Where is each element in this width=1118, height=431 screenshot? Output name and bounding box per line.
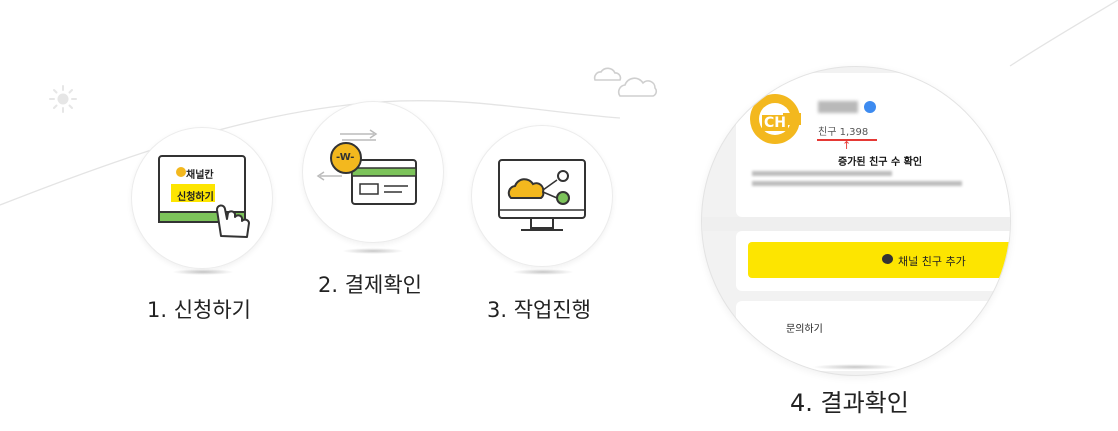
inquiry-label: 문의하기 bbox=[786, 324, 823, 335]
inquiry-card bbox=[736, 301, 1010, 371]
step-1-circle bbox=[131, 127, 273, 269]
step-1-shadow bbox=[172, 269, 234, 275]
coin-symbol: -W- bbox=[336, 152, 355, 163]
payment-card-icon bbox=[316, 129, 417, 205]
friend-count: 친구 1,398 bbox=[818, 127, 869, 138]
verified-badge-icon bbox=[864, 101, 876, 113]
step-1-brand: 채널칸 bbox=[186, 170, 214, 181]
chat-plus-icon bbox=[882, 254, 893, 264]
up-arrow-icon: ↑ bbox=[842, 139, 852, 152]
step-3-label: 3. 작업진행 bbox=[487, 298, 591, 322]
add-channel-friend-button[interactable]: 채널 친구 추가 bbox=[748, 242, 1010, 278]
computer-apply-icon bbox=[158, 155, 250, 238]
step-2-circle bbox=[302, 101, 444, 243]
step-3-shadow bbox=[512, 269, 574, 275]
step-1-label: 1. 신청하기 bbox=[147, 298, 251, 322]
sun-icon bbox=[49, 85, 77, 113]
blurred-channel-name bbox=[818, 101, 858, 113]
step-4-shadow bbox=[812, 364, 898, 370]
step-4-label: 4. 결과확인 bbox=[790, 389, 909, 417]
highlight-underline bbox=[817, 139, 877, 141]
blurred-description-line bbox=[752, 181, 962, 186]
increased-friends-annotation: 증가된 친구 수 확인 bbox=[838, 157, 923, 168]
section-divider bbox=[702, 217, 1010, 231]
cloud-icon bbox=[593, 67, 658, 97]
monitor-cloud-icon bbox=[498, 159, 586, 231]
blurred-description-line bbox=[752, 171, 892, 176]
result-screenshot-circle: CH 친구 1,398 ↑ 증가된 친구 수 확인 채널 친구 추가 문의하기 bbox=[701, 66, 1011, 376]
step-2-shadow bbox=[342, 248, 404, 254]
step-2-label: 2. 결제확인 bbox=[318, 273, 422, 297]
step-1-apply-button: 신청하기 bbox=[177, 192, 214, 203]
add-channel-friend-label: 채널 친구 추가 bbox=[898, 255, 966, 268]
channel-logo-text: CH bbox=[762, 115, 788, 131]
